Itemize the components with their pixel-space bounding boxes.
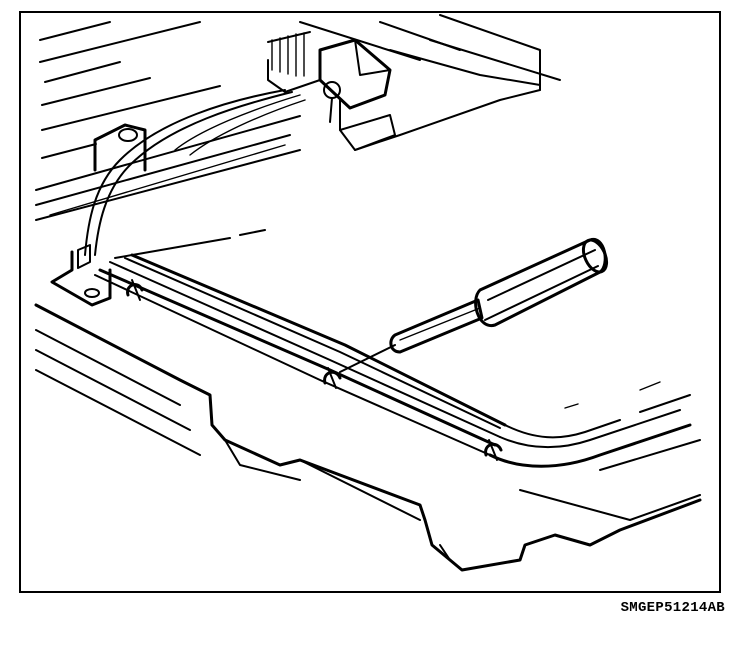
panel-edge-dash [239, 229, 266, 236]
wire-connector [267, 31, 392, 123]
retaining-clips [126, 279, 503, 461]
figure-caption: SMGEP51214AB [620, 600, 725, 616]
mounting-bracket [50, 123, 147, 307]
screwdriver [339, 238, 609, 373]
wire-harness [84, 89, 306, 256]
trim-channel [94, 253, 692, 468]
upper-panel [35, 14, 561, 221]
lower-body [34, 303, 702, 572]
